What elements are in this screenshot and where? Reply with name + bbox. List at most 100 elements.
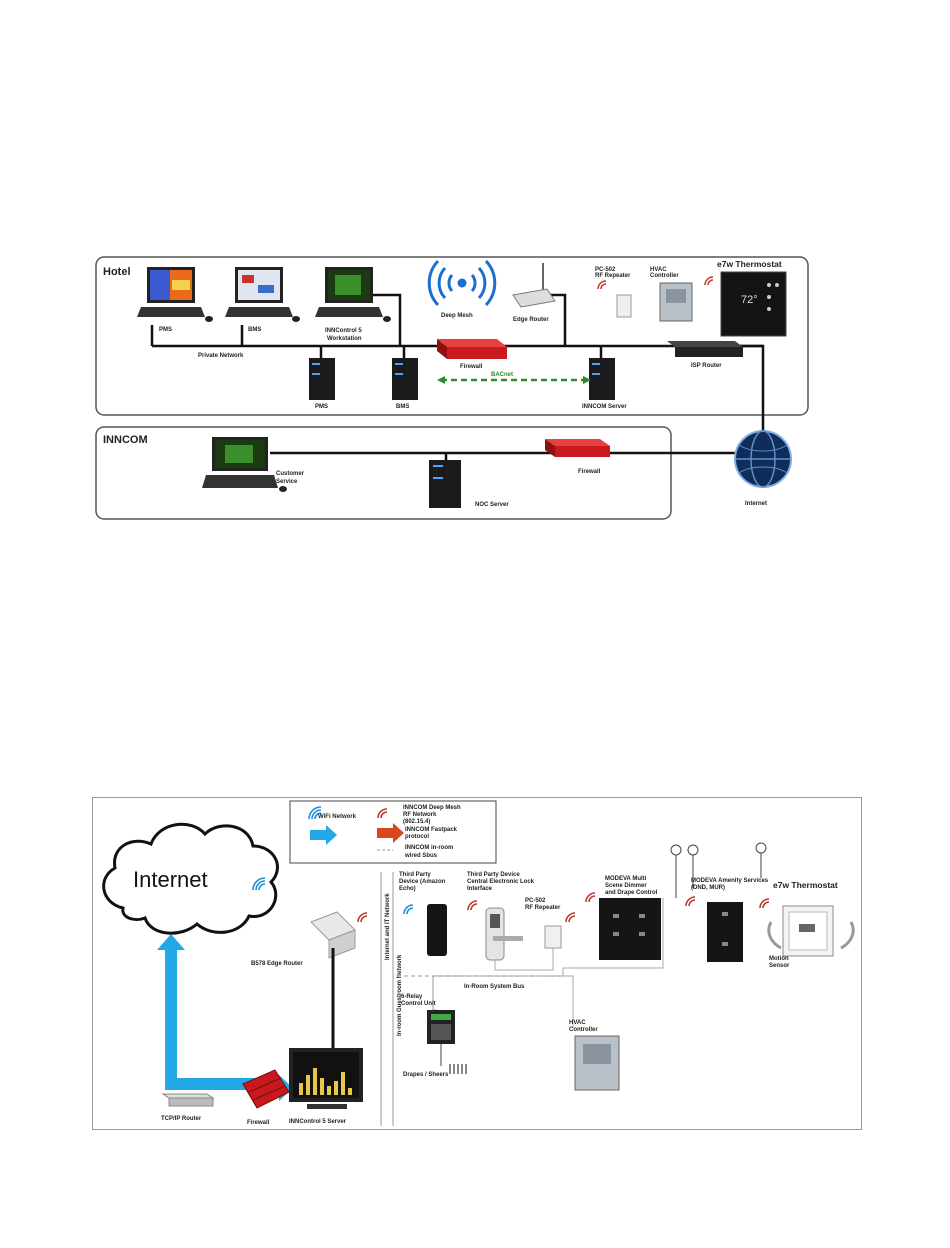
inncontrol-workstation [315, 267, 391, 322]
firewall-brick-icon [242, 1069, 290, 1109]
pc502-label-2: RF Repeater [525, 905, 561, 911]
pms-server [309, 358, 335, 400]
hotel-zone-label: Hotel [103, 266, 131, 278]
echo-label-2: Device (Amazon [399, 879, 446, 885]
pms-workstation [137, 267, 213, 322]
e7w-thermostat [720, 271, 787, 337]
motion-sensor-label-2: Sensor [769, 963, 790, 969]
inncontrol-workstation-label-2: Workstation [327, 336, 362, 342]
edge-router-label: Edge Router [513, 317, 549, 323]
firewall-label: Firewall [247, 1120, 270, 1126]
legend-deep-mesh-2: RF Network [403, 812, 437, 818]
wifi-icon [308, 806, 322, 820]
isp-router [667, 341, 743, 357]
pc502-repeater [616, 294, 632, 318]
wifi-icon [403, 904, 414, 915]
customer-service-label-1: Customer [276, 471, 305, 477]
inncom-server [589, 358, 615, 400]
legend-deep-mesh-1: INNCOM Deep Mesh [403, 805, 461, 811]
signal-icon [357, 912, 368, 923]
legend-wired-2: wired Sbus [404, 853, 438, 859]
echo-label-1: Third Party [399, 872, 431, 878]
thermostat-label: e7w Thermostat [717, 259, 782, 269]
lock-label-2: Central Electronic Lock [467, 879, 535, 885]
drapes-icon [449, 1064, 467, 1074]
modeva-dimmer [599, 898, 661, 960]
deep-mesh-icon [427, 259, 497, 307]
private-network-label: Private Network [198, 353, 244, 359]
dimmer-label-3: and Drape Control [605, 890, 658, 896]
signal-icon [565, 912, 576, 923]
relay-label-1: 6-Relay [401, 994, 423, 1000]
signal-icon [685, 896, 696, 907]
motion-sensor-label-1: Motion [769, 956, 789, 962]
hvac-label-2: Controller [569, 1027, 598, 1033]
vertical-label-it: Internet and IT Network [385, 893, 391, 960]
pc502-label-2: RF Repeater [595, 273, 631, 279]
amazon-echo [427, 904, 447, 956]
noc-server-label: NOC Server [475, 502, 509, 508]
deep-mesh-label: Deep Mesh [441, 313, 473, 319]
wifi-icon [252, 877, 266, 891]
inncom-zone-label: INNCOM [103, 434, 148, 446]
relay-label-2: Control Unit [401, 1001, 436, 1007]
pms-server-label: PMS [315, 404, 328, 410]
b578-edge-router [310, 911, 356, 1050]
firewall-inncom-label: Firewall [578, 469, 601, 475]
legend-wired-1: INNCOM in-room [405, 845, 453, 851]
tcpip-router-label: TCP/IP Router [161, 1116, 202, 1122]
amenity-label-1: MODEVA Amenity Services [691, 878, 769, 884]
internet-label: Internet [745, 501, 767, 507]
bms-workstation-label: BMS [248, 327, 261, 333]
legend-blue-arrow [310, 825, 337, 845]
signal-icon [597, 280, 607, 290]
relay-control-unit [427, 1010, 455, 1066]
legend-fastpack-1: INNCOM Fastpack [405, 827, 458, 833]
legend-red-arrow [377, 823, 404, 843]
light-bulb-icon [670, 842, 767, 898]
thermostat-label: e7w Thermostat [773, 880, 838, 890]
bacnet-label: BACnet [491, 372, 513, 378]
hvac-label-2: Controller [650, 273, 679, 279]
pms-workstation-label: PMS [159, 327, 172, 333]
modeva-amenity [707, 902, 743, 962]
electronic-lock [485, 907, 523, 961]
hvac-controller [574, 1035, 620, 1091]
edge-router-label: B578 Edge Router [251, 961, 303, 967]
echo-label-3: Echo) [399, 886, 416, 892]
signal-icon [377, 808, 388, 819]
hvac-label-1: HVAC [569, 1020, 586, 1026]
legend-deep-mesh-3: (802.15.4) [403, 819, 430, 825]
bms-server-label: BMS [396, 404, 409, 410]
vertical-label-room: In-room Guestroom Network [397, 954, 403, 1036]
hotel-network-diagram: Hotel INNCOM PMS BMS [95, 255, 810, 530]
internet-label: Internet [133, 867, 208, 892]
bms-server [392, 358, 418, 400]
customer-service-workstation [202, 437, 287, 492]
signal-icon [585, 892, 596, 903]
firewall-hotel [437, 339, 507, 359]
pc502-label-1: PC-502 [525, 898, 546, 904]
e7w-thermostat [767, 905, 855, 957]
inncontrol-workstation-label-1: INNControl 5 [325, 328, 362, 334]
signal-icon [759, 898, 770, 909]
tcpip-router [161, 1093, 215, 1107]
isp-router-label: ISP Router [691, 363, 722, 369]
amenity-label-2: (DND, MUR) [691, 885, 725, 891]
inncontrol-server [289, 1048, 363, 1109]
signal-icon [704, 276, 714, 286]
edge-router [512, 263, 556, 308]
legend-wifi: WiFi Network [318, 814, 357, 820]
system-bus-label: In-Room System Bus [464, 984, 525, 990]
lock-label-1: Third Party Device [467, 872, 520, 878]
dimmer-label-2: Scene Dimmer [605, 883, 647, 889]
internet-globe-icon [734, 430, 792, 488]
lock-label-3: Interface [467, 886, 493, 892]
noc-server [429, 460, 461, 508]
thermostat-display: 72° [741, 294, 758, 306]
signal-icon [467, 900, 478, 911]
dimmer-label-1: MODEVA Multi [605, 876, 647, 882]
guestroom-network-diagram: WiFi Network INNCOM Deep Mesh RF Network… [92, 797, 862, 1130]
bms-workstation [225, 267, 300, 322]
firewall-hotel-label: Firewall [460, 364, 483, 370]
